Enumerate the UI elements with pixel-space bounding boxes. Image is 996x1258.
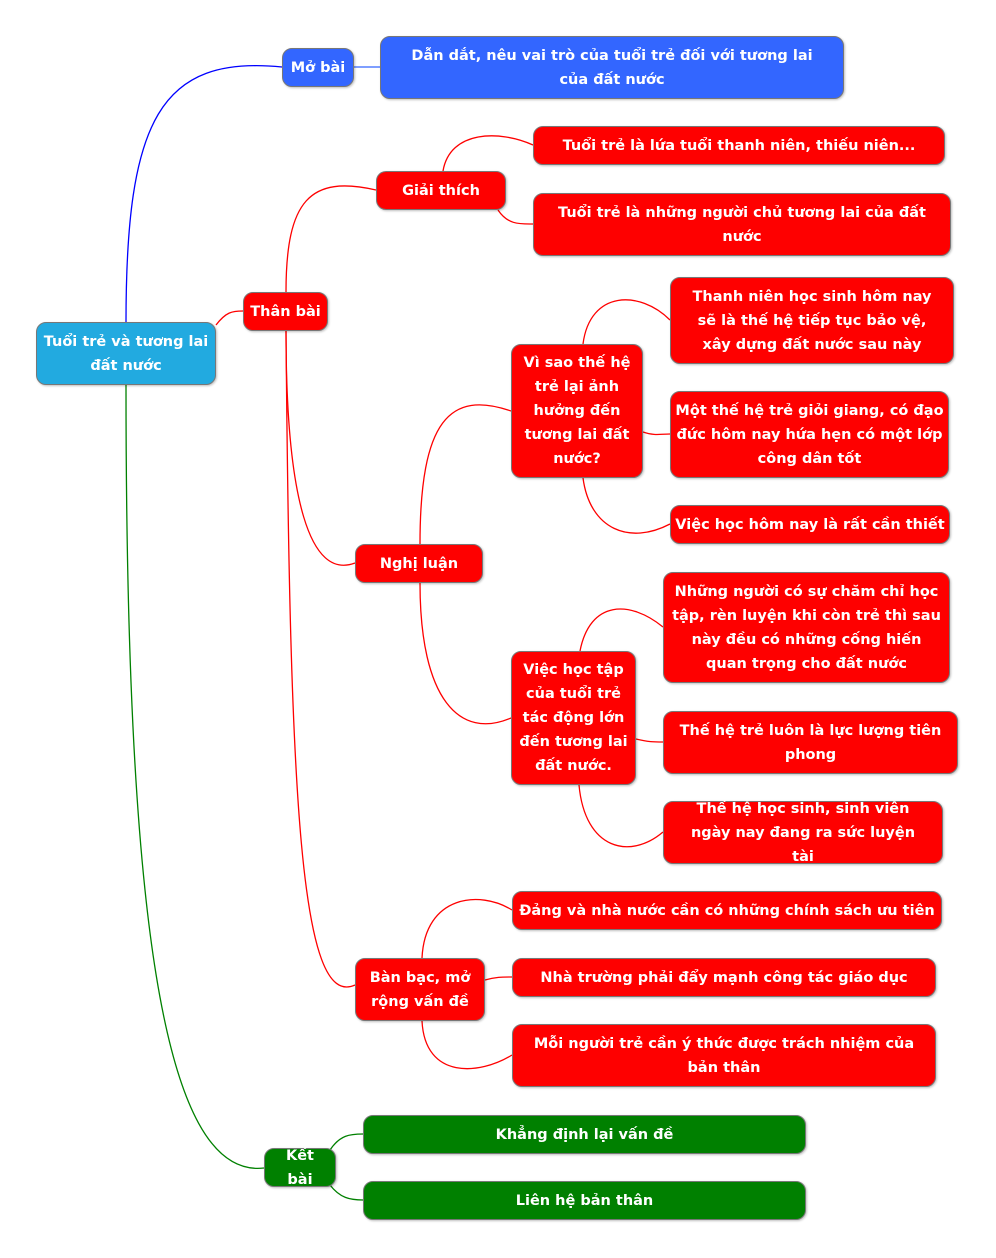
edge-viec-hoc-1 — [579, 608, 664, 652]
edge-viec-hoc-2 — [635, 738, 664, 743]
node-mo-bai[interactable]: Mở bài — [282, 48, 354, 87]
edge-vi-sao-3 — [582, 477, 671, 534]
edge-ket-bai-2 — [329, 1184, 364, 1201]
edge-than-bai-ban-bac — [285, 330, 356, 988]
node-label: Liên hệ bản thân — [515, 1192, 654, 1209]
node-label: Đảng và nhà nước cần có những chính sách… — [519, 902, 935, 919]
node-label: Giải thích — [402, 182, 480, 199]
node-label: Bàn bạc, mở rộng vấn đề — [369, 969, 471, 1010]
node-vi-sao[interactable]: Vì sao thế hệ trẻ lại ảnh hưởng đến tươn… — [511, 344, 643, 478]
edge-ban-bac-3 — [421, 1020, 513, 1070]
node-viec-hoc-2[interactable]: Thế hệ trẻ luôn là lực lượng tiên phong — [663, 711, 958, 774]
edge-giai-thich-2 — [497, 209, 534, 225]
node-vi-sao-1[interactable]: Thanh niên học sinh hôm nay sẽ là thế hệ… — [670, 277, 954, 364]
edge-than-bai-nghi-luan — [285, 330, 356, 566]
edge-giai-thich-1 — [442, 135, 534, 172]
edge-ban-bac-2 — [484, 976, 513, 981]
node-ket-bai-1[interactable]: Khẳng định lại vấn đề — [363, 1115, 806, 1154]
node-label: Tuổi trẻ là những người chủ tương lai củ… — [558, 204, 926, 245]
node-label: Những người có sự chăm chỉ học tập, rèn … — [672, 583, 941, 672]
node-label: Thân bài — [250, 303, 321, 320]
node-label: Việc học hôm nay là rất cần thiết — [675, 516, 945, 533]
node-viec-hoc[interactable]: Việc học tập của tuổi trẻ tác động lớn đ… — [511, 651, 636, 785]
node-label: Thế hệ học sinh, sinh viên ngày nay đang… — [690, 800, 916, 865]
node-vi-sao-3[interactable]: Việc học hôm nay là rất cần thiết — [670, 505, 950, 544]
node-ket-bai[interactable]: Kết bài — [264, 1148, 336, 1188]
edge-vi-sao-1 — [582, 299, 671, 345]
edge-nghi-luan-vi-sao — [419, 404, 512, 545]
node-ban-bac-1[interactable]: Đảng và nhà nước cần có những chính sách… — [512, 891, 942, 930]
node-label: Mỗi người trẻ cần ý thức được trách nhiệ… — [533, 1035, 915, 1076]
node-label: Thế hệ trẻ luôn là lực lượng tiên phong — [679, 722, 942, 763]
root-label: Tuổi trẻ và tương lai đất nước — [43, 333, 209, 374]
edge-ban-bac-1 — [421, 898, 513, 959]
node-label: Tuổi trẻ là lứa tuổi thanh niên, thiếu n… — [562, 137, 916, 154]
edge-root-than-bai — [215, 310, 244, 326]
node-giai-thich[interactable]: Giải thích — [376, 171, 506, 210]
node-label: Nhà trường phải đẩy mạnh công tác giáo d… — [540, 969, 908, 986]
node-ket-bai-2[interactable]: Liên hệ bản thân — [363, 1181, 806, 1220]
node-ban-bac-3[interactable]: Mỗi người trẻ cần ý thức được trách nhiệ… — [512, 1024, 936, 1087]
node-giai-thich-1[interactable]: Tuổi trẻ là lứa tuổi thanh niên, thiếu n… — [533, 126, 945, 165]
node-label: Khẳng định lại vấn đề — [495, 1126, 674, 1143]
root-node[interactable]: Tuổi trẻ và tương lai đất nước — [36, 322, 216, 385]
node-label: Dẫn dắt, nêu vai trò của tuổi trẻ đối vớ… — [411, 47, 813, 88]
edge-root-ket-bai — [125, 384, 265, 1169]
edge-vi-sao-2 — [642, 431, 671, 436]
node-label: Thanh niên học sinh hôm nay sẽ là thế hệ… — [692, 288, 932, 353]
node-label: Một thế hệ trẻ giỏi giang, có đạo đức hô… — [675, 402, 944, 467]
node-label: Vì sao thế hệ trẻ lại ảnh hưởng đến tươn… — [523, 355, 631, 467]
node-label: Việc học tập của tuổi trẻ tác động lớn đ… — [519, 662, 628, 774]
node-label: Kết bài — [285, 1147, 314, 1188]
edge-than-bai-giai-thich — [285, 185, 377, 293]
edge-nghi-luan-viec-hoc — [419, 582, 512, 725]
node-than-bai[interactable]: Thân bài — [243, 292, 328, 331]
node-vi-sao-2[interactable]: Một thế hệ trẻ giỏi giang, có đạo đức hô… — [670, 391, 949, 478]
node-label: Nghị luận — [379, 555, 459, 572]
node-ban-bac-2[interactable]: Nhà trường phải đẩy mạnh công tác giáo d… — [512, 958, 936, 997]
node-viec-hoc-3[interactable]: Thế hệ học sinh, sinh viên ngày nay đang… — [663, 801, 943, 865]
node-label: Mở bài — [290, 59, 346, 76]
node-nghi-luan[interactable]: Nghị luận — [355, 544, 483, 583]
node-viec-hoc-1[interactable]: Những người có sự chăm chỉ học tập, rèn … — [663, 572, 950, 683]
edge-viec-hoc-3 — [578, 784, 664, 848]
node-ban-bac[interactable]: Bàn bạc, mở rộng vấn đề — [355, 958, 485, 1021]
edge-root-mo-bai — [125, 65, 283, 323]
node-mo-bai-1[interactable]: Dẫn dắt, nêu vai trò của tuổi trẻ đối vớ… — [380, 36, 844, 99]
node-giai-thich-2[interactable]: Tuổi trẻ là những người chủ tương lai củ… — [533, 193, 951, 256]
edge-ket-bai-1 — [329, 1133, 364, 1151]
